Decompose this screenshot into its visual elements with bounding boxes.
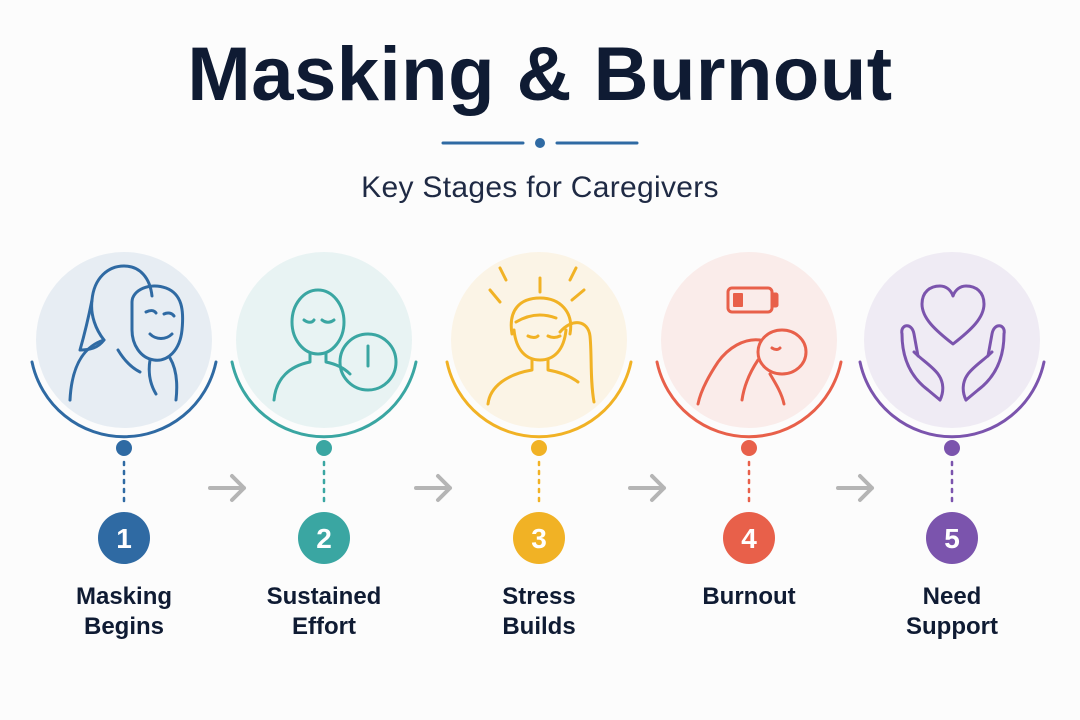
stage-number-badge-5 [926,512,978,564]
stage-label-line1: Sustained [266,583,382,610]
stage-label-line2: Support [906,613,998,640]
stage-label-line2: Begins [83,613,164,640]
person-with-clock-icon [272,288,398,402]
arrow-right-icon [836,474,874,502]
stage-number-badge-2 [298,512,350,564]
arrow-right-icon [208,474,246,502]
stage-arc-4 [655,360,843,439]
title-divider [441,138,639,148]
arrow-right-icon [414,474,452,502]
stage-label-line1: Need [922,583,982,610]
stage-label-line1: Masking [75,583,173,610]
stage-connector-dot-4 [741,440,757,456]
stressed-person-icon [486,266,596,406]
stage-circle-2 [236,252,412,428]
stage-arc-2 [230,360,418,439]
page-subtitle: Key Stages for Caregivers [361,171,719,204]
stage-arc-1 [30,360,218,439]
stage-connector-dot-1 [116,440,132,456]
stage-connector-dot-2 [316,440,332,456]
stage-label-line2: Effort [292,613,356,640]
stage-number-4: 4 [741,523,757,554]
stage-label-line1: Burnout [702,583,796,610]
stage-number-5: 5 [944,523,960,554]
hands-holding-heart-icon [900,284,1006,402]
stage-number-3: 3 [531,523,547,554]
stage-number-badge-3 [513,512,565,564]
stage-arc-5 [858,360,1046,439]
stage-number-1: 1 [116,523,132,554]
person-with-mask-icon [68,264,185,402]
stage-label-line1: Stress [502,583,576,610]
stage-number-badge-4 [723,512,775,564]
stage-label-4: Burnout [659,582,839,612]
stage-circle-5 [864,252,1040,428]
arrow-right-icon [628,474,666,502]
stage-circle-1 [36,252,212,428]
stage-arc-3 [445,360,633,439]
stage-label-line2: Builds [502,613,576,640]
stage-connector-dot-5 [944,440,960,456]
low-battery-slumped-person-icon [696,286,808,406]
stage-number-2: 2 [316,523,332,554]
stage-connector-dot-3 [531,440,547,456]
stage-number-badge-1 [98,512,150,564]
page-title: Masking & Burnout [187,32,893,117]
